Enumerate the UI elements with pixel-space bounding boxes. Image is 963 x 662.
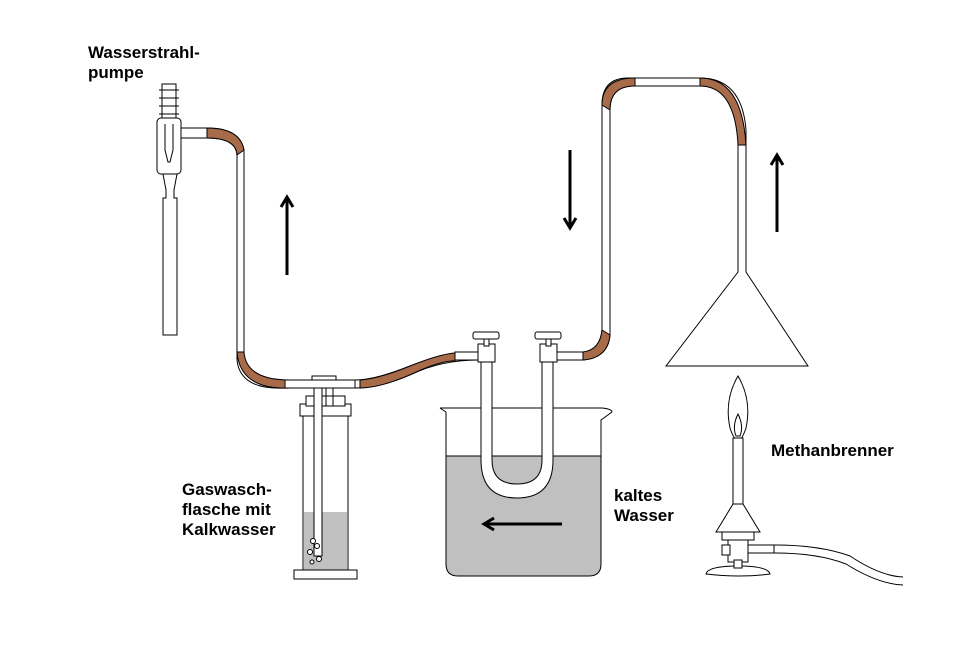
label-line: flasche mit xyxy=(182,500,271,519)
rubber-hose-top-right xyxy=(699,77,747,146)
bottle-connector-tube xyxy=(284,379,356,389)
water-jet-pump xyxy=(156,83,208,336)
arrow-left-beaker xyxy=(481,516,562,532)
beaker xyxy=(439,407,613,577)
rubber-hose-lower-left xyxy=(236,351,291,389)
label-line: Kalkwasser xyxy=(182,520,276,539)
label-line: Gaswasch- xyxy=(182,480,272,499)
label-line: Wasserstrahl- xyxy=(88,43,200,62)
label-line: Methanbrenner xyxy=(771,441,894,460)
gas-washing-bottle xyxy=(293,375,358,580)
gas-supply-hose xyxy=(773,544,904,586)
label-line: kaltes xyxy=(614,486,663,505)
arrow-up-left-tube xyxy=(279,194,295,275)
rubber-hose-utube-left xyxy=(359,352,456,389)
arrow-down-middle xyxy=(562,150,578,231)
flow-arrows xyxy=(279,150,785,532)
arrow-up-funnel xyxy=(769,152,785,232)
label-water-jet-pump: Wasserstrahl-pumpe xyxy=(88,43,200,83)
tube-left-riser xyxy=(206,127,286,389)
label-methane-burner: Methanbrenner xyxy=(771,441,894,461)
label-line: Wasser xyxy=(614,506,674,525)
rubber-hose-top-left xyxy=(601,77,636,111)
methane-burner xyxy=(705,375,775,577)
funnel xyxy=(664,265,809,367)
rubber-hose-utube-right xyxy=(582,329,611,361)
label-line: pumpe xyxy=(88,63,144,82)
u-tube xyxy=(454,331,584,499)
rubber-hose-pump xyxy=(206,127,245,156)
